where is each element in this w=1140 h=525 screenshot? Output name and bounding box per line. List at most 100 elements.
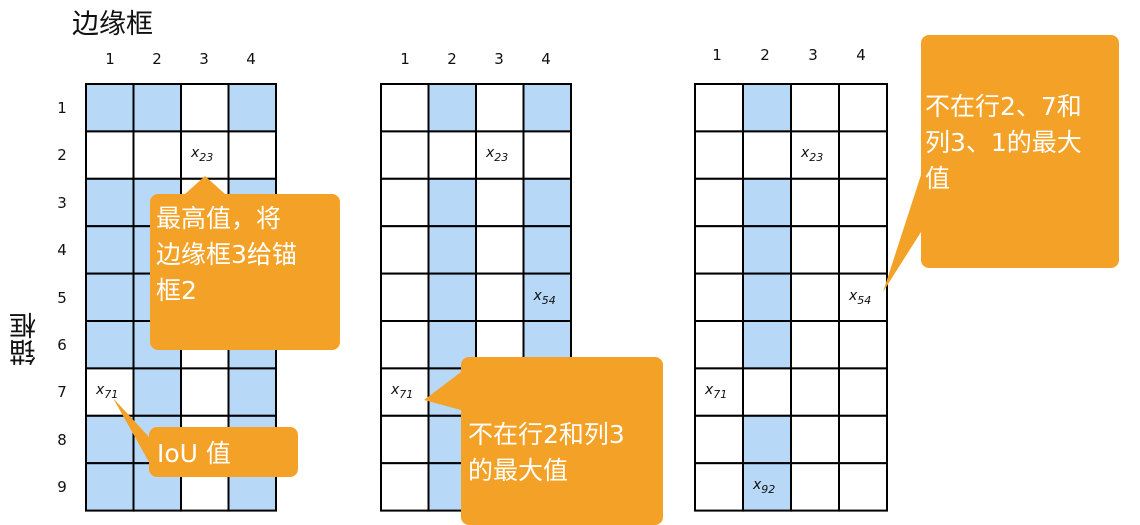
y-axis-label: 锚框 (10, 312, 41, 366)
callout-text-line: 最高值，将 (156, 204, 282, 233)
iou-value-label: x71 (705, 382, 727, 401)
grid-cell (180, 367, 230, 417)
iou-label-base: x (801, 145, 810, 162)
highlighted-cell (427, 83, 477, 133)
row-number: 6 (57, 336, 67, 354)
grid-cell (132, 130, 182, 180)
grid-cell (380, 130, 430, 180)
callout-text-line: 不在行2、7和 (925, 92, 1082, 121)
grid-cell (380, 177, 430, 228)
iou-label-subscript: 23 (199, 151, 214, 165)
callout-text-line: 框2 (156, 276, 197, 305)
grid-cell (790, 177, 840, 228)
column-number: 4 (246, 50, 256, 68)
grid-cell (790, 225, 840, 275)
iou-label-subscript: 23 (494, 151, 509, 165)
iou-grid-3 (694, 83, 888, 512)
grid-cell (790, 367, 840, 417)
grid-cell (790, 272, 840, 323)
highlighted-cell (522, 177, 572, 228)
grid-cell (742, 130, 792, 180)
iou-value-label: x23 (191, 145, 213, 164)
callout-text-line: 列3、1的最大 (925, 128, 1082, 157)
grid-cell (790, 462, 840, 512)
iou-value-label: x54 (849, 288, 871, 307)
callout-pointer (113, 398, 149, 462)
grid-cell (180, 83, 230, 133)
column-number: 2 (760, 46, 770, 64)
highlighted-cell (522, 83, 572, 133)
grid-cell (790, 414, 840, 465)
grid-cell (694, 462, 744, 512)
highlighted-cell (85, 414, 135, 465)
iou-label-base: x (96, 382, 105, 399)
grid-cell (694, 177, 744, 228)
highlighted-cell (427, 225, 477, 275)
grid-cell (427, 130, 477, 180)
grid-cell (694, 83, 744, 133)
iou-label-subscript: 71 (104, 388, 119, 402)
iou-label-base: x (191, 145, 200, 162)
callout-text-line: IoU 值 (157, 439, 231, 468)
column-number: 1 (105, 50, 115, 68)
grid-cell (227, 130, 277, 180)
callout-text-line: 的最大值 (468, 456, 569, 485)
iou-value-label: x71 (391, 382, 413, 401)
grid-cell (475, 272, 525, 323)
highlighted-cell (85, 462, 135, 512)
grid-cell (838, 462, 888, 512)
column-number: 4 (541, 50, 551, 68)
highlighted-cell (742, 225, 792, 275)
grid-cell (742, 367, 792, 417)
grid-cell (380, 414, 430, 465)
row-number: 4 (57, 241, 67, 260)
grid-cell (694, 272, 744, 323)
grid-cell (790, 320, 840, 370)
highlighted-cell (227, 83, 277, 133)
highlighted-cell (85, 83, 135, 133)
grid-cell (838, 367, 888, 417)
grid-cell (838, 83, 888, 133)
highlighted-cell (132, 367, 182, 417)
iou-value-label: x23 (486, 145, 508, 164)
grid-cell (380, 462, 430, 512)
grid-cell (694, 320, 744, 370)
grid-cell (694, 367, 744, 417)
row-number: 5 (57, 288, 67, 307)
grid-cell (380, 83, 430, 133)
callout-3 (424, 357, 663, 525)
highlighted-cell (427, 177, 477, 228)
iou-value-label: x71 (96, 382, 118, 401)
highlighted-cell (742, 414, 792, 465)
grid-cell (475, 177, 525, 228)
highlighted-cell (85, 272, 135, 323)
column-number: 2 (152, 50, 162, 68)
iou-label-subscript: 54 (857, 293, 872, 307)
grid-cell (838, 320, 888, 370)
callout-4 (883, 35, 1119, 292)
column-number: 1 (712, 46, 722, 64)
highlighted-cell (742, 320, 792, 370)
highlighted-cell (522, 225, 572, 275)
iou-label-base: x (753, 477, 762, 494)
highlighted-cell (742, 177, 792, 228)
callout-text-line: 边缘框3给锚 (156, 240, 297, 269)
highlighted-cell (742, 83, 792, 133)
highlighted-cell (85, 320, 135, 370)
callout-box (461, 357, 663, 525)
column-number: 2 (447, 50, 457, 68)
grid-cell (380, 272, 430, 323)
iou-label-subscript: 54 (541, 293, 556, 307)
column-number: 1 (400, 50, 410, 68)
highlighted-cell (742, 272, 792, 323)
highlighted-cell (227, 367, 277, 417)
grid-cell (380, 225, 430, 275)
column-number: 3 (494, 50, 504, 68)
row-number: 8 (57, 430, 67, 449)
iou-label-subscript: 23 (809, 151, 824, 165)
iou-value-label: x54 (534, 288, 556, 307)
iou-label-subscript: 71 (399, 388, 414, 402)
iou-label-base: x (486, 145, 495, 162)
grid-cell (475, 225, 525, 275)
